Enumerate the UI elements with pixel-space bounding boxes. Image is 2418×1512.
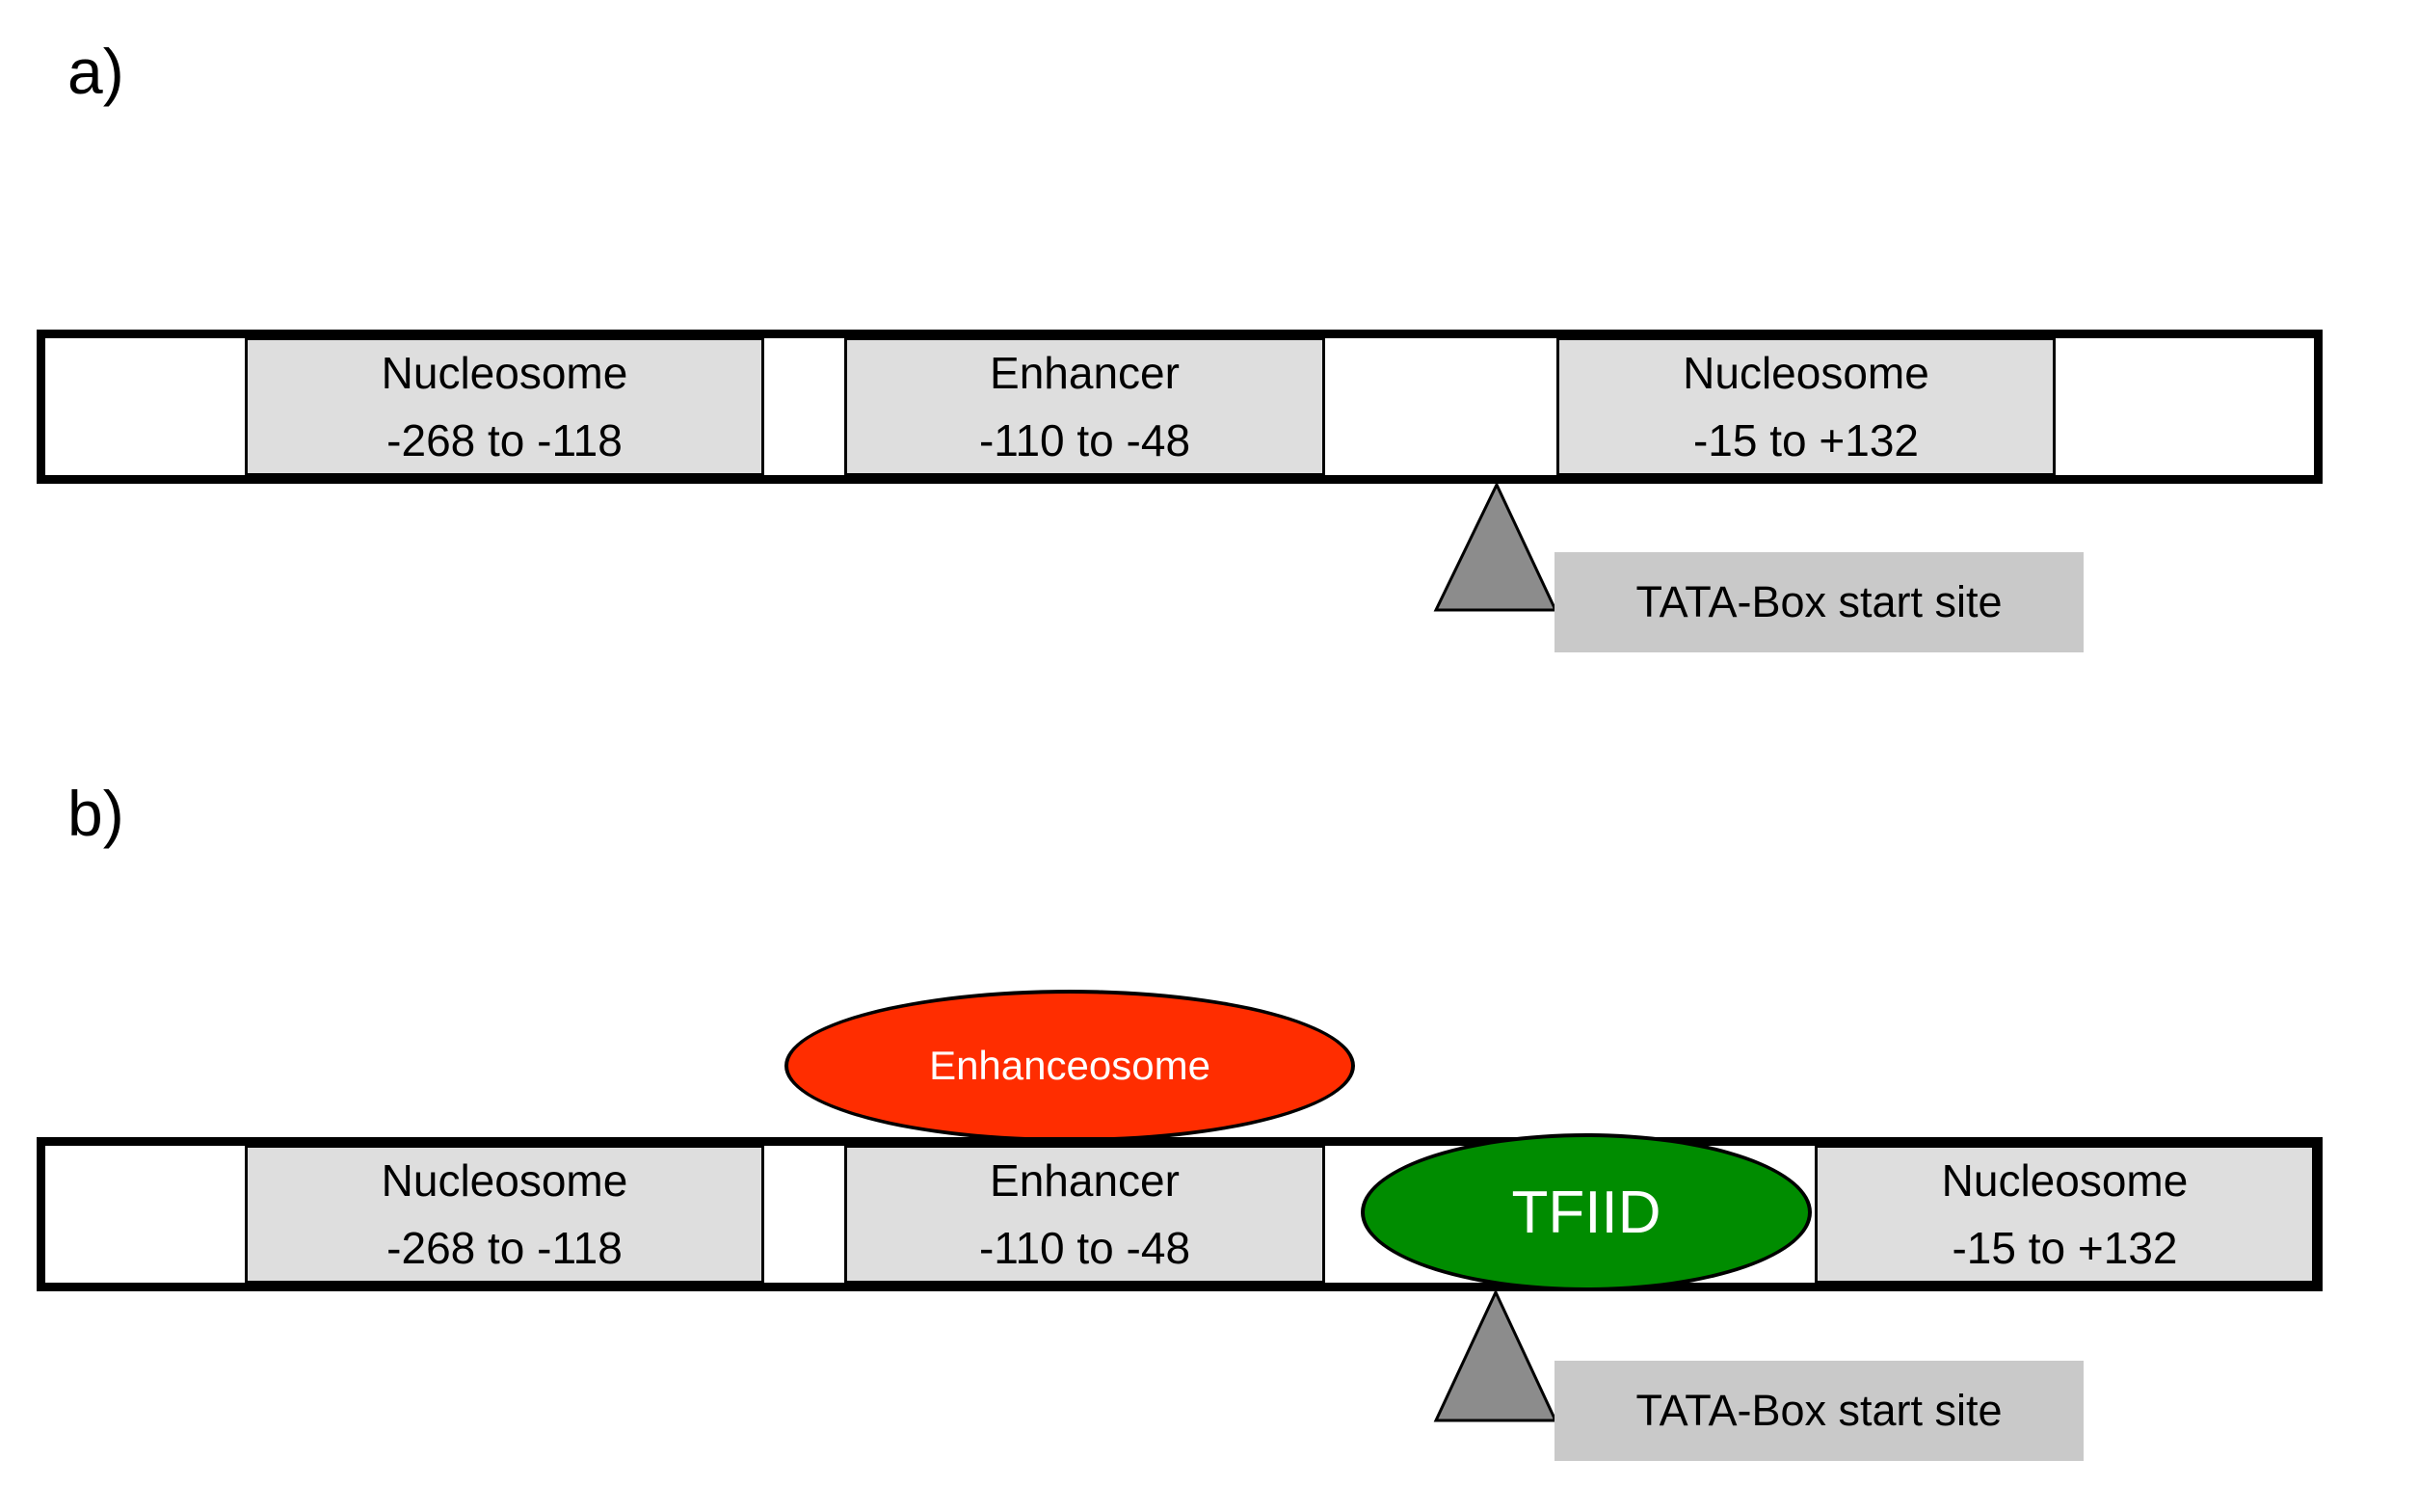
tata-box-label-text: TATA-Box start site [1635, 577, 2003, 626]
segment-range: -268 to -118 [386, 1223, 623, 1273]
segment-title: Nucleosome [1683, 348, 1929, 398]
segment-nucleosome-upstream-a: Nucleosome -268 to -118 [245, 337, 764, 476]
tata-box-label-text: TATA-Box start site [1635, 1386, 2003, 1435]
segment-range: -110 to -48 [978, 415, 1191, 465]
segment-enhancer-b: Enhancer -110 to -48 [844, 1145, 1325, 1284]
segment-title: Enhancer [990, 348, 1180, 398]
tata-box-marker-a [1433, 481, 1558, 612]
enhanceosome-label: Enhanceosome [929, 1043, 1210, 1088]
enhanceosome-ellipse: Enhanceosome [784, 990, 1355, 1142]
tfiid-label: TFIID [1511, 1179, 1661, 1246]
panel-a-label: a) [67, 36, 124, 107]
triangle-marker-icon [1433, 481, 1558, 612]
segment-title: Nucleosome [381, 1155, 628, 1206]
tata-box-marker-b [1433, 1288, 1558, 1422]
segment-nucleosome-downstream-b: Nucleosome -15 to +132 [1815, 1145, 2315, 1284]
segment-title: Nucleosome [381, 348, 628, 398]
panel-b-label: b) [67, 778, 124, 849]
tfiid-ellipse: TFIID [1361, 1133, 1812, 1291]
segment-enhancer-a: Enhancer -110 to -48 [844, 337, 1325, 476]
segment-title: Enhancer [990, 1155, 1180, 1206]
segment-range: -15 to +132 [1692, 415, 1920, 465]
segment-nucleosome-downstream-a: Nucleosome -15 to +132 [1556, 337, 2056, 476]
segment-range: -110 to -48 [978, 1223, 1191, 1273]
segment-range: -15 to +132 [1952, 1223, 2178, 1273]
segment-title: Nucleosome [1941, 1155, 2189, 1206]
tata-box-label-b: TATA-Box start site [1554, 1361, 2084, 1461]
segment-range: -268 to -118 [386, 415, 623, 465]
tata-box-label-a: TATA-Box start site [1554, 552, 2084, 652]
triangle-marker-icon [1433, 1288, 1558, 1422]
segment-nucleosome-upstream-b: Nucleosome -268 to -118 [245, 1145, 764, 1284]
